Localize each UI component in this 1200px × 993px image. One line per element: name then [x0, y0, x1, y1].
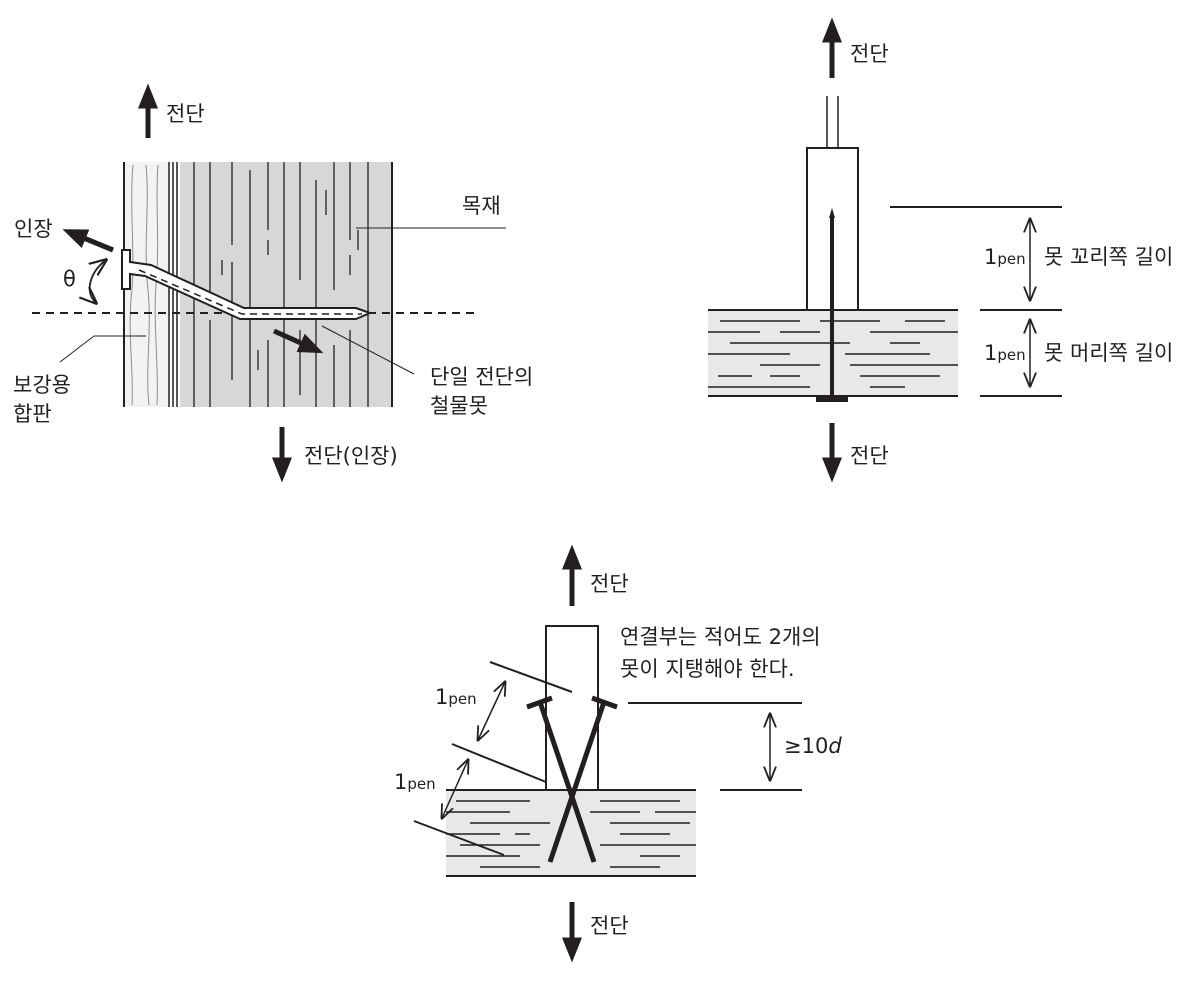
tension-label: 인장 — [14, 217, 53, 241]
bent-nail — [121, 249, 373, 320]
crossed-nails — [526, 695, 618, 863]
plywood-label-2: 합판 — [13, 402, 52, 426]
timber-member — [180, 162, 392, 407]
shear-bottom-label: 전단 — [850, 444, 889, 468]
shear-bottom-label: 전단 — [590, 914, 629, 938]
upper-member — [545, 625, 599, 791]
pen-b-dim — [442, 760, 468, 818]
lower-grain — [446, 800, 696, 868]
pen-a-label: 1pen — [435, 685, 477, 709]
shear-top-label: 전단 — [850, 42, 889, 66]
nail-leader — [321, 325, 415, 375]
spacing-label: ≥10d — [784, 734, 842, 758]
pen-lower-label: 1pen — [984, 341, 1026, 365]
theta-label: θ — [63, 267, 76, 291]
plywood-grain — [129, 164, 159, 406]
shear-top-label: 전단 — [166, 102, 205, 126]
pen-b-label: 1pen — [394, 770, 436, 794]
head-length-label: 못 머리쪽 길이 — [1044, 341, 1173, 365]
plywood-label-1: 보강용 — [13, 373, 71, 397]
shear-bottom-label: 전단(인장) — [304, 444, 398, 468]
diagram-b-penetration: 전단 전단 1pen 못 꼬리쪽 길이 1pen 못 머리쪽 길이 — [708, 17, 1173, 483]
lower-grain — [708, 320, 958, 388]
shear-top-label: 전단 — [590, 572, 629, 596]
nail-label-1: 단일 전단의 — [430, 365, 533, 389]
pen-a-dim — [478, 682, 505, 740]
penetration-nail — [816, 208, 848, 402]
diagram-c-toe-nailing: 전단 전단 연결부는 적어도 2개의 못이 지탱해야 한다. 1pen 1pen… — [394, 544, 842, 963]
tension-arrow — [62, 229, 114, 253]
note-line-2: 못이 지탱해야 한다. — [620, 657, 795, 681]
timber-label: 목재 — [462, 194, 501, 218]
note-line-1: 연결부는 적어도 2개의 — [620, 625, 821, 649]
nail-label-2: 철물못 — [430, 394, 488, 418]
theta-arc — [90, 260, 106, 303]
diagram-a-single-shear: 전단 인장 θ 목재 보강용 합판 단일 전단의 철물못 전단(인장) — [13, 83, 533, 483]
plywood-leader — [59, 335, 95, 363]
pen-upper-label: 1pen — [984, 245, 1026, 269]
nail-shear-arrow — [272, 328, 324, 354]
timber-grain — [193, 162, 369, 407]
tail-length-label: 못 꼬리쪽 길이 — [1044, 245, 1173, 269]
